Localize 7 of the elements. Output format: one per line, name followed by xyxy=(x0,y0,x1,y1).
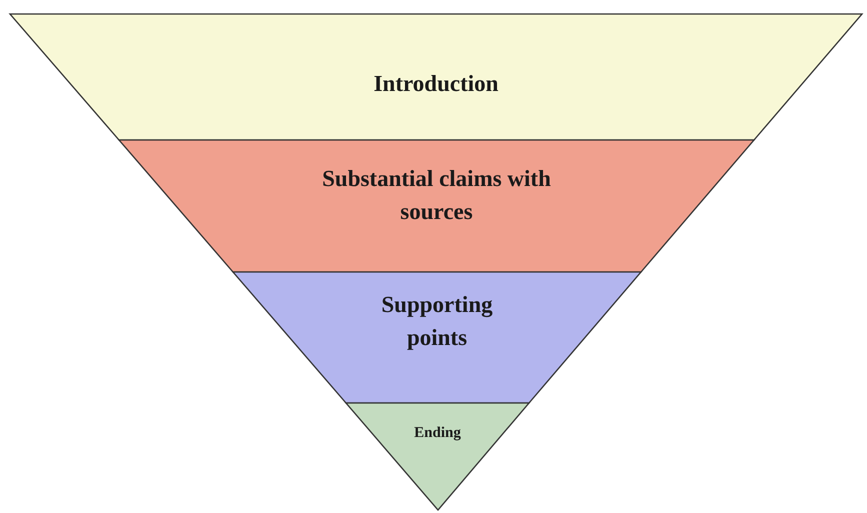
band-label: Ending xyxy=(414,424,461,443)
band-label: Substantial claims with sources xyxy=(321,164,552,226)
pyramid-band xyxy=(233,272,641,403)
pyramid-band xyxy=(10,14,862,140)
band-label: Introduction xyxy=(374,70,498,98)
band-label: Supporting points xyxy=(380,290,494,352)
pyramid-band xyxy=(119,140,754,272)
